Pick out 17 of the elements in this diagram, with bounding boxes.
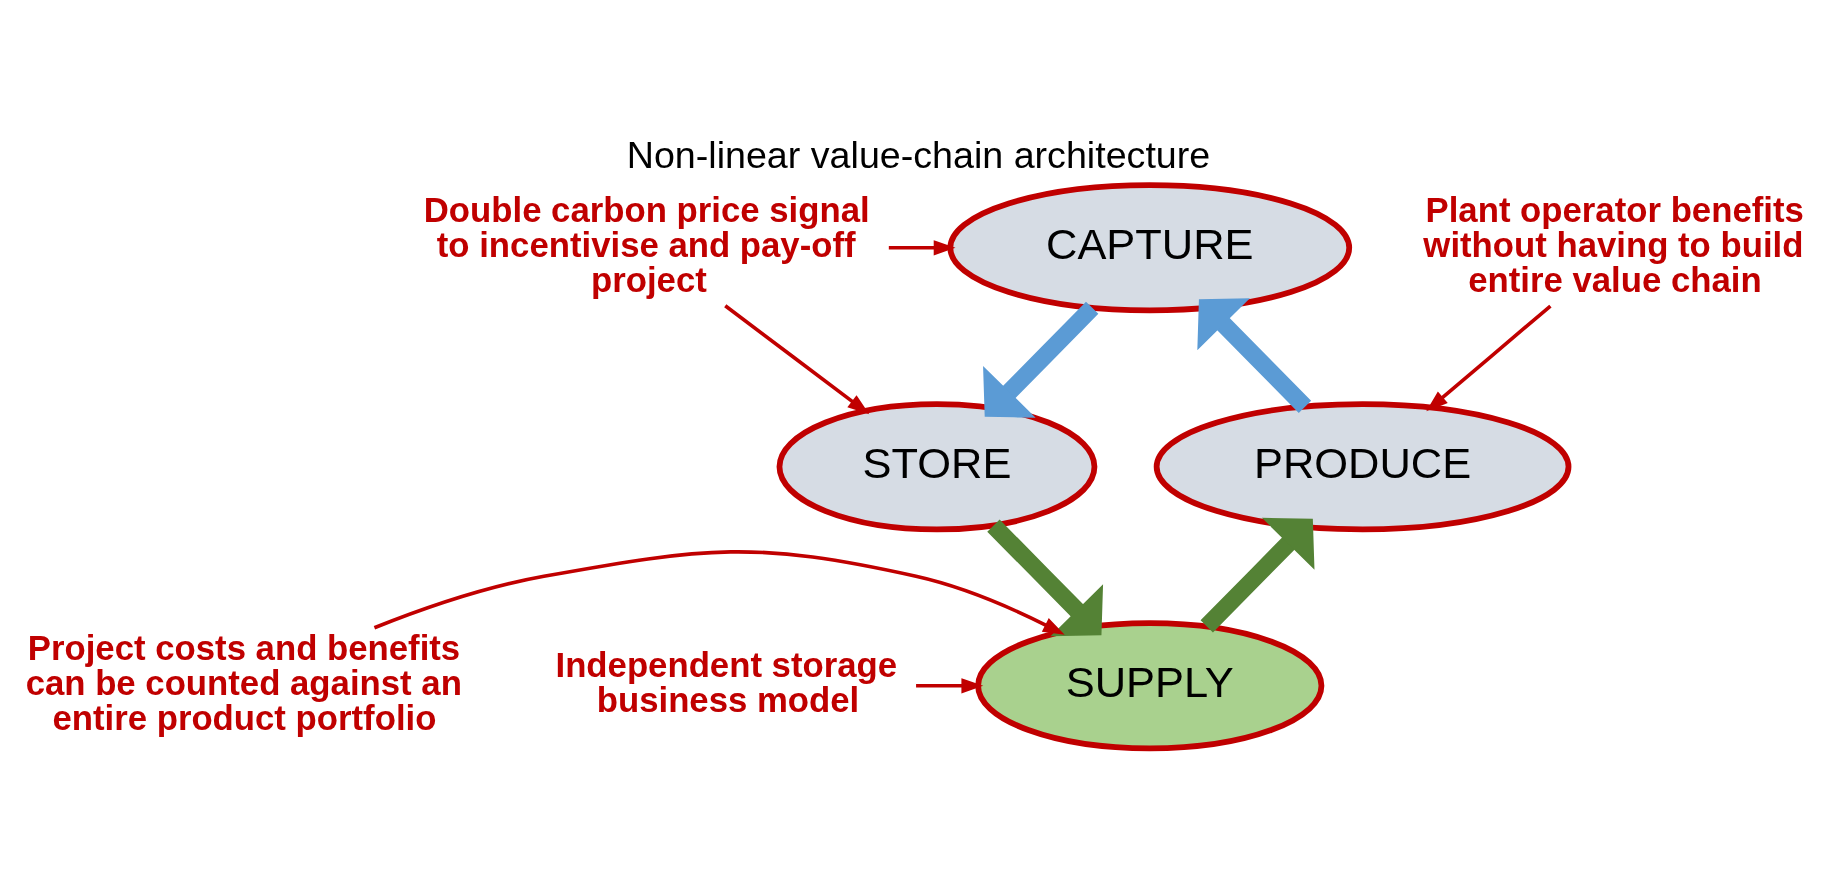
arrow bbox=[373, 549, 1065, 635]
arrow bbox=[1200, 517, 1315, 633]
node-text: Project costs and benefits can be counted against an entire product portfolio bbox=[25, 628, 462, 736]
node-text: Independent storage business model bbox=[555, 645, 898, 719]
arrow bbox=[916, 677, 984, 693]
node-text: Double carbon price signal to incentivise and pay-off project bbox=[423, 190, 870, 299]
node-text: Plant operator benefits without having to build entire value chain bbox=[1423, 190, 1804, 299]
arrow bbox=[724, 303, 870, 414]
arrow bbox=[987, 518, 1104, 636]
node-ellipse: STORE bbox=[776, 400, 1098, 532]
arrow bbox=[1197, 297, 1312, 413]
arrow bbox=[1426, 304, 1552, 411]
node-ellipse: CAPTURE bbox=[947, 181, 1353, 313]
node-ellipse: PRODUCE bbox=[1153, 400, 1572, 532]
arrow bbox=[983, 301, 1099, 418]
arrow bbox=[888, 239, 956, 255]
diagram-title: Non-linear value-chain architecture bbox=[626, 133, 1211, 176]
